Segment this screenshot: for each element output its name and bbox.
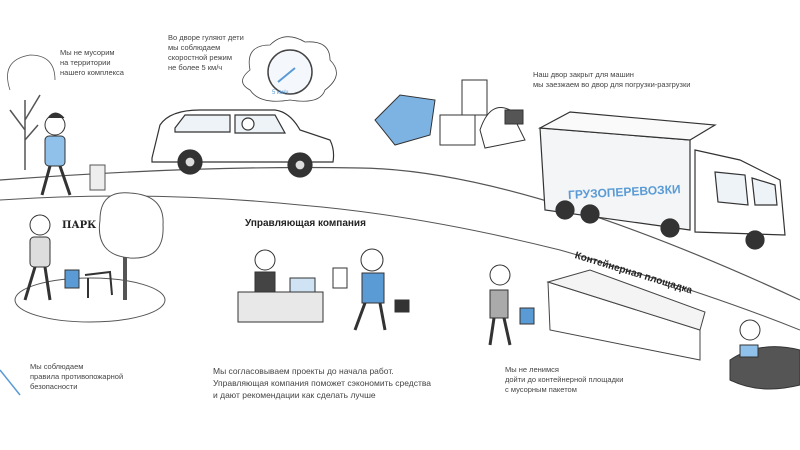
caption-speed: Во дворе гуляют дети мы соблюдаем скорос… (168, 33, 244, 73)
caption-line: скоростной режим (168, 53, 233, 62)
caption-line: правила противопожарной (30, 372, 124, 381)
caption-line: Наш двор закрыт для машин (533, 70, 634, 79)
caption-line: Мы соблюдаем (30, 362, 84, 371)
caption-line: Мы согласовываем проекты до начала работ… (213, 366, 394, 376)
speedometer-label: 5 км/ч (272, 90, 289, 96)
office-scene (237, 248, 410, 331)
caption-line: не более 5 км/ч (168, 63, 223, 72)
caption-line: безопасности (30, 382, 78, 391)
man-walking (40, 112, 72, 196)
truck (537, 111, 786, 250)
park-lawn (14, 277, 166, 323)
fire-extinguisher-icon (0, 369, 21, 396)
furniture-pile (374, 79, 526, 149)
man-with-dog (23, 214, 113, 301)
caption-line: мы заезжаем во двор для погрузки-разгруз… (533, 80, 691, 89)
caption-line: Мы не мусорим (60, 48, 115, 57)
caption-yard-closed: Наш двор закрыт для машин мы заезжаем во… (533, 70, 690, 90)
tree-icon (98, 192, 164, 300)
caption-line: дойти до контейнерной площадки (505, 375, 624, 384)
waste-containers (546, 269, 706, 361)
caption-line: нашего комплекса (60, 68, 124, 77)
road-edge (0, 166, 800, 301)
man-with-bag (488, 264, 535, 346)
caption-line: мы соблюдаем (168, 43, 221, 52)
caption-line: Мы не ленимся (505, 365, 559, 374)
caption-management: Мы согласовываем проекты до начала работ… (213, 365, 431, 401)
bare-tree-icon (7, 54, 56, 170)
speedometer-icon (242, 36, 337, 102)
caption-fire-safety: Мы соблюдаем правила противопожарной без… (30, 362, 123, 392)
management-company-title: Управляющая компания (245, 218, 366, 229)
caption-line: и дают рекомендации как сделать лучше (213, 390, 376, 400)
caption-container: Мы не ленимся дойти до контейнерной площ… (505, 365, 623, 395)
man-carrying-sofa (729, 319, 800, 390)
caption-line: с мусорным пакетом (505, 385, 577, 394)
caption-no-litter: Мы не мусорим на территории нашего компл… (60, 48, 124, 78)
caption-line: Во дворе гуляют дети (168, 33, 244, 42)
caption-line: на территории (60, 58, 111, 67)
park-sign: ПАРК (62, 220, 97, 231)
suv-car (151, 109, 335, 178)
caption-line: Управляющая компания поможет сэкономить … (213, 378, 432, 388)
trash-bin-icon (89, 164, 106, 191)
